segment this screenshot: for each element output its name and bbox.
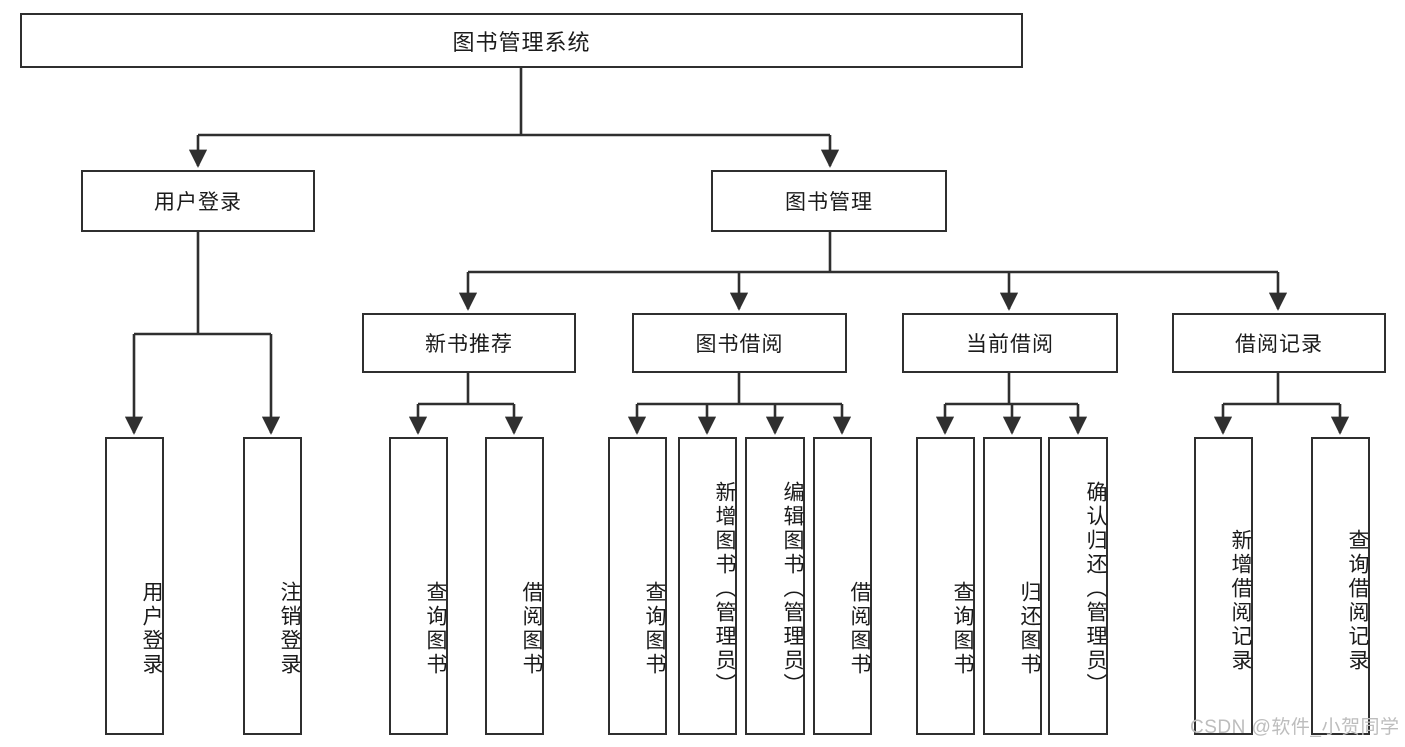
leaf-label: 新增借阅记录 <box>1229 529 1252 673</box>
node-new-book-recommend[interactable]: 新书推荐 <box>362 313 576 373</box>
leaf-user-login-login[interactable]: 用户登录 <box>105 437 164 735</box>
node-current-borrow[interactable]: 当前借阅 <box>902 313 1118 373</box>
leaf-book-borrow-edit[interactable]: 编辑图书（管理员） <box>745 437 805 735</box>
leaf-label: 编辑图书（管理员） <box>781 481 804 697</box>
leaf-user-login-logout[interactable]: 注销登录 <box>243 437 302 735</box>
leaf-label: 借阅图书 <box>520 581 543 677</box>
node-borrow-record-label: 借阅记录 <box>1235 333 1323 356</box>
leaf-label: 归还图书 <box>1018 581 1041 677</box>
leaf-borrow-record-add[interactable]: 新增借阅记录 <box>1194 437 1253 735</box>
node-book-borrow[interactable]: 图书借阅 <box>632 313 847 373</box>
node-root[interactable]: 图书管理系统 <box>20 13 1023 68</box>
leaf-label: 查询图书 <box>424 581 447 677</box>
leaf-borrow-record-query[interactable]: 查询借阅记录 <box>1311 437 1370 735</box>
leaf-label: 查询图书 <box>951 581 974 677</box>
leaf-label: 查询借阅记录 <box>1346 529 1369 673</box>
leaf-book-borrow-add[interactable]: 新增图书（管理员） <box>678 437 737 735</box>
leaf-label: 用户登录 <box>140 581 163 677</box>
leaf-book-borrow-query[interactable]: 查询图书 <box>608 437 667 735</box>
node-book-manage-label: 图书管理 <box>785 191 873 214</box>
node-borrow-record[interactable]: 借阅记录 <box>1172 313 1386 373</box>
leaf-label: 借阅图书 <box>848 581 871 677</box>
node-book-borrow-label: 图书借阅 <box>695 333 784 356</box>
leaf-current-borrow-return[interactable]: 归还图书 <box>983 437 1042 735</box>
node-root-label: 图书管理系统 <box>452 29 591 55</box>
watermark: CSDN @软件_小贺同学 <box>1190 717 1400 738</box>
node-user-login-label: 用户登录 <box>154 191 242 214</box>
node-book-manage[interactable]: 图书管理 <box>711 170 947 232</box>
leaf-label: 查询图书 <box>643 581 666 677</box>
leaf-current-borrow-confirm[interactable]: 确认归还（管理员） <box>1048 437 1108 735</box>
leaf-label: 确认归还（管理员） <box>1084 481 1107 697</box>
node-new-book-recommend-label: 新书推荐 <box>425 333 513 356</box>
node-current-borrow-label: 当前借阅 <box>966 333 1054 356</box>
leaf-new-book-query[interactable]: 查询图书 <box>389 437 448 735</box>
leaf-label: 注销登录 <box>278 581 301 677</box>
node-user-login[interactable]: 用户登录 <box>81 170 315 232</box>
leaf-label: 新增图书（管理员） <box>713 481 736 697</box>
leaf-new-book-borrow[interactable]: 借阅图书 <box>485 437 544 735</box>
leaf-current-borrow-query[interactable]: 查询图书 <box>916 437 975 735</box>
leaf-book-borrow-borrow[interactable]: 借阅图书 <box>813 437 872 735</box>
